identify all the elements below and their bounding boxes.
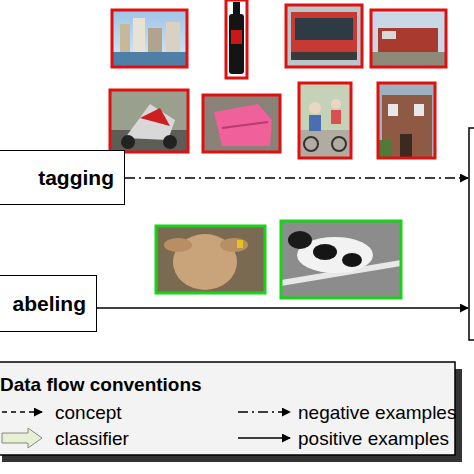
labeling-box: abeling	[0, 275, 97, 332]
photo-bicycle	[299, 83, 351, 158]
negative-flow	[125, 177, 468, 179]
node-label: tagging	[38, 166, 114, 190]
photo-cow	[156, 226, 265, 293]
node-label: abeling	[12, 292, 86, 316]
photo-chair	[203, 95, 280, 152]
photo-bus	[286, 5, 362, 67]
legend-entry: concept	[55, 403, 122, 422]
positive-flow	[97, 307, 468, 309]
photo-bottle	[226, 0, 247, 78]
photo-calf	[281, 221, 401, 298]
tagging-box: tagging	[0, 150, 125, 205]
photo-city	[112, 10, 187, 67]
legend-entry: negative examples	[298, 403, 456, 422]
legend-sample-hollow	[2, 428, 42, 448]
cropped-box	[469, 128, 474, 340]
legend-heading: Data flow conventions	[0, 375, 202, 394]
legend-sample-dashed	[2, 411, 42, 413]
legend-entry: classifier	[55, 429, 129, 448]
photo-motorcycle	[110, 90, 188, 152]
legend-entry: positive examples	[298, 429, 449, 448]
legend-sample-dashdot	[238, 411, 290, 413]
photo-house	[378, 83, 435, 158]
legend-sample-solid	[238, 437, 290, 439]
photo-train	[371, 10, 446, 67]
